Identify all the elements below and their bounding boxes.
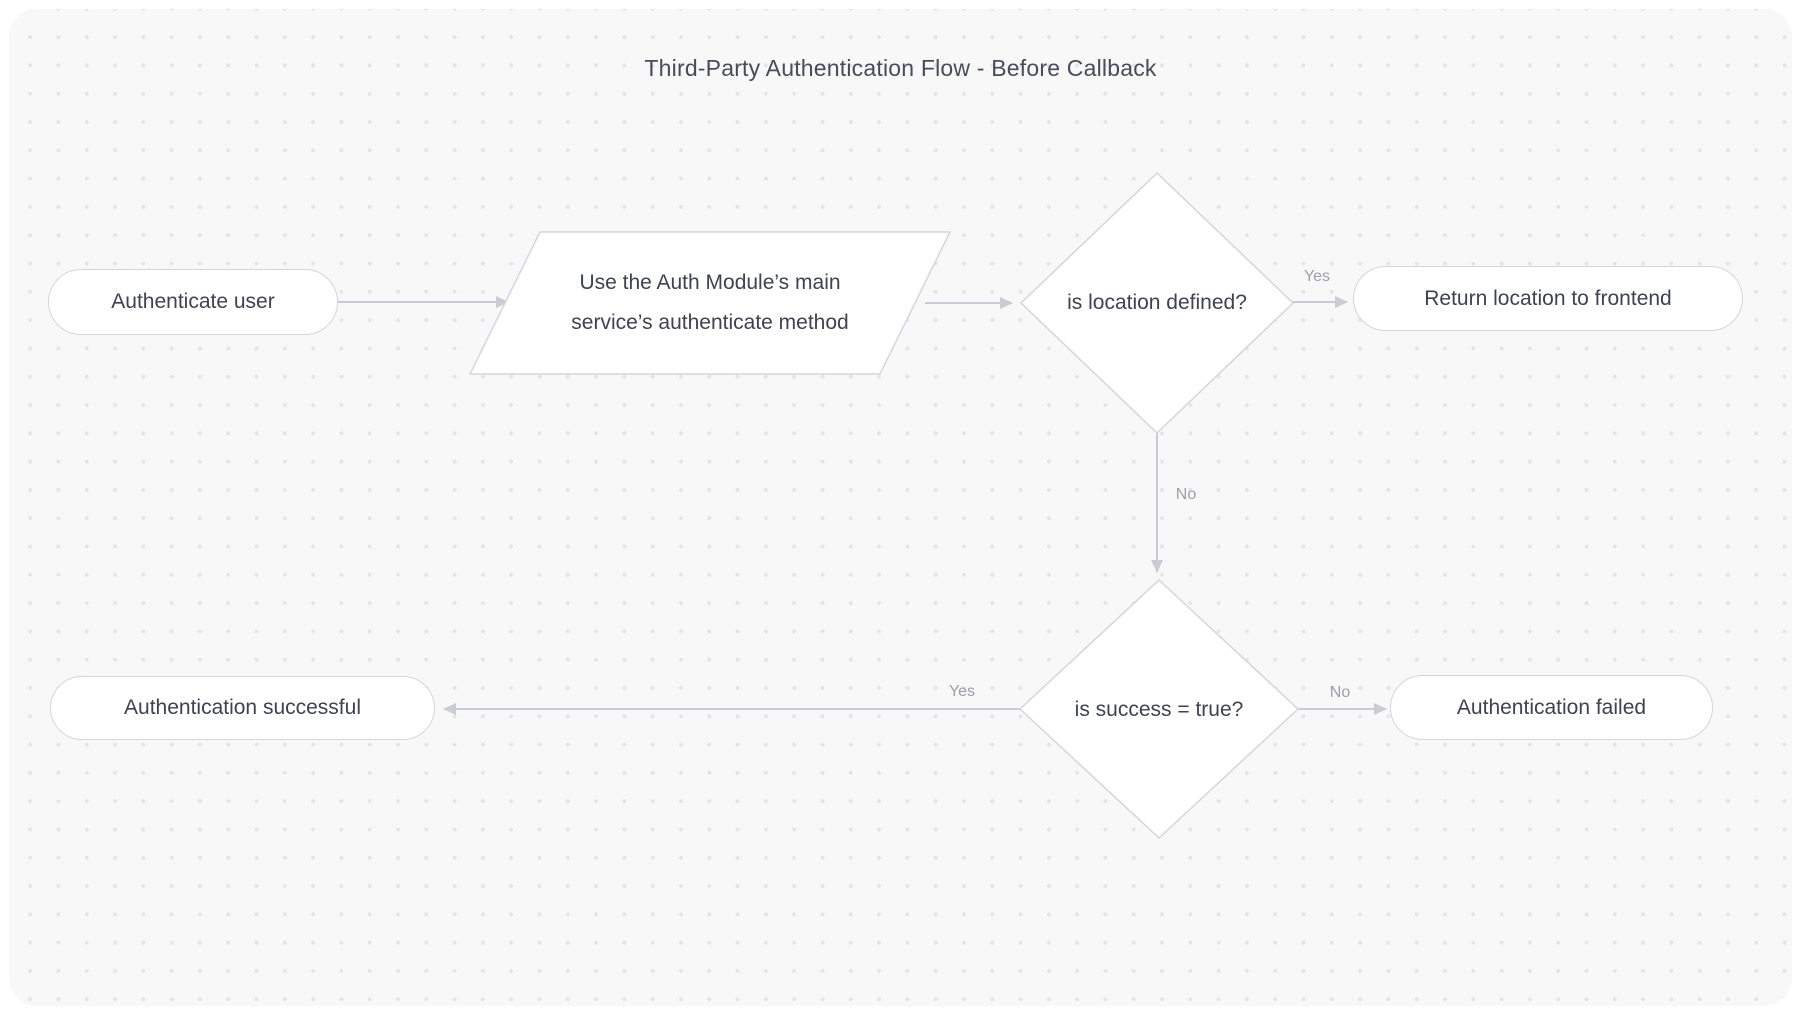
node-shape-location-check-diamond[interactable]	[1019, 171, 1295, 435]
node-authenticate-user-label: Authenticate user	[111, 290, 275, 313]
edge-label-location-yes: Yes	[1303, 268, 1331, 285]
edge-label-location-no: No	[1175, 486, 1197, 503]
edge-label-success-yes: Yes	[948, 683, 976, 700]
node-authentication-successful-label: Authentication successful	[124, 696, 361, 719]
node-authentication-failed-label: Authentication failed	[1456, 695, 1647, 719]
edge-label-success-no: No	[1329, 684, 1351, 701]
node-shape-authenticate-parallelogram[interactable]	[468, 231, 952, 375]
node-shape-success-check-diamond[interactable]	[1018, 578, 1300, 840]
node-authentication-failed[interactable]: Authentication failed	[1390, 675, 1713, 740]
diagram-title: Third-Party Authentication Flow - Before…	[644, 55, 1157, 81]
node-authenticate-user[interactable]: Authenticate user	[48, 269, 338, 335]
node-return-location[interactable]: Return location to frontend	[1353, 266, 1743, 331]
node-return-location-label: Return location to frontend	[1424, 286, 1672, 310]
diagram-canvas: Third-Party Authentication Flow - Before…	[9, 9, 1792, 1006]
node-authentication-successful[interactable]: Authentication successful	[50, 676, 435, 740]
